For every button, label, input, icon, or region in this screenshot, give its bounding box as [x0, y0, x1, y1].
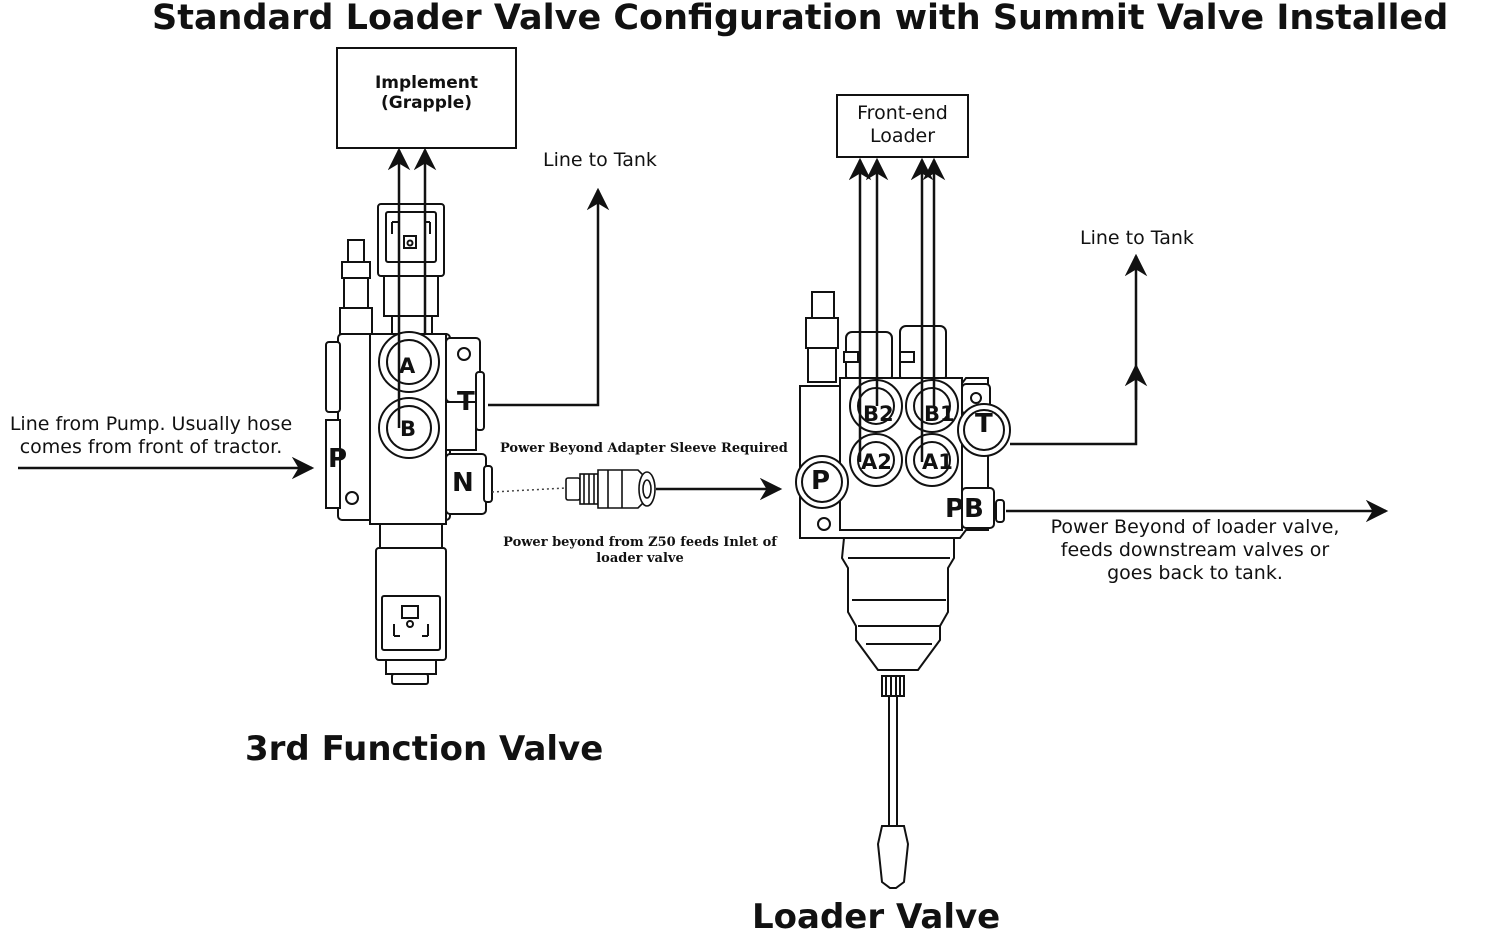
z50-label-line1: Power beyond from Z50 feeds Inlet of [503, 535, 777, 550]
adapter-sleeve-drawing [565, 469, 656, 509]
loader-label-line1: Front-end [857, 102, 948, 124]
left-port-p: P [328, 444, 348, 474]
right-port-a2: A2 [861, 450, 892, 474]
implement-label-line1: Implement [374, 73, 479, 93]
z50-label-line2: loader valve [596, 550, 684, 566]
implement-box [336, 47, 517, 149]
loader-label-line2: Loader [869, 124, 936, 147]
right-port-pb: PB [945, 494, 984, 524]
left-port-n: N [452, 468, 474, 498]
power-beyond-dotted-link [491, 487, 567, 493]
pump-label: Line from Pump. Usually hose comes from … [0, 413, 302, 459]
third-function-title: 3rd Function Valve [245, 729, 604, 769]
power-beyond-line3: goes back to tank. [1107, 561, 1283, 584]
loader-box-label: Front-end Loader [837, 102, 968, 148]
left-tank-label: Line to Tank [543, 149, 657, 171]
power-beyond-label: Power Beyond of loader valve, feeds down… [1036, 516, 1354, 584]
right-port-a1: A1 [922, 450, 953, 474]
right-port-t: T [975, 409, 993, 439]
implement-label-line2: (Grapple) [380, 93, 473, 114]
left-port-b: B [400, 417, 417, 441]
pump-label-line2: comes from front of tractor. [19, 435, 283, 458]
front-end-loader-box [836, 94, 969, 158]
adapter-label: Power Beyond Adapter Sleeve Required [500, 441, 788, 456]
right-port-b1: B1 [924, 402, 955, 426]
left-tank-line [488, 187, 610, 407]
pump-label-line1: Line from Pump. Usually hose [9, 413, 293, 435]
loader-valve-title: Loader Valve [752, 897, 1001, 937]
third-function-valve-drawing [325, 203, 493, 685]
right-port-b2: B2 [863, 402, 894, 426]
page-title: Standard Loader Valve Configuration with… [152, 0, 1449, 38]
power-beyond-line1: Power Beyond of loader valve, [1050, 516, 1340, 538]
left-port-t: T [457, 387, 475, 417]
implement-box-label: Implement (Grapple) [337, 73, 516, 114]
left-port-a: A [399, 354, 416, 378]
right-tank-label: Line to Tank [1080, 227, 1194, 249]
right-tank-line [1010, 253, 1148, 446]
right-port-p: P [811, 466, 831, 496]
z50-label: Power beyond from Z50 feeds Inlet of loa… [500, 535, 780, 566]
power-beyond-line2: feeds downstream valves or [1060, 538, 1330, 561]
loader-valve-drawing [795, 291, 1011, 889]
